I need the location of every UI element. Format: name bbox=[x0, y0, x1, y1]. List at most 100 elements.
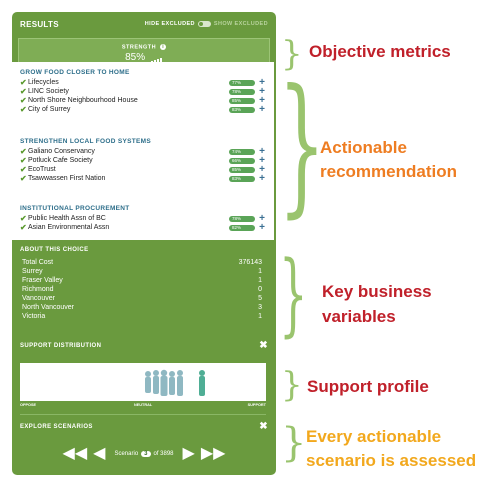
hide-excluded-label[interactable]: HIDE EXCLUDED bbox=[144, 21, 195, 27]
score-badge: 78% bbox=[229, 88, 255, 95]
score-badge: 82% bbox=[229, 224, 255, 231]
support-label: SUPPORT bbox=[247, 403, 266, 407]
score-badge: 78% bbox=[229, 215, 255, 222]
plus-icon[interactable]: + bbox=[259, 173, 265, 184]
checkmark-icon: ✔ bbox=[20, 156, 27, 165]
toggle-switch[interactable] bbox=[197, 21, 211, 27]
scenario-total: of 3898 bbox=[153, 451, 174, 457]
next-arrow-icon[interactable]: ▶ bbox=[182, 445, 195, 462]
row-value: 3 bbox=[258, 304, 262, 311]
plus-icon[interactable]: + bbox=[259, 164, 265, 175]
item-name: City of Surrey bbox=[28, 106, 71, 113]
scenario-label: Scenario bbox=[114, 451, 139, 457]
plus-icon[interactable]: + bbox=[259, 86, 265, 97]
list-item: ✔LINC Society 78% + bbox=[20, 86, 266, 97]
row-value: 1 bbox=[258, 277, 262, 284]
list-item: ✔Asian Environmental Assn 82% + bbox=[20, 222, 266, 233]
score-badge: 85% bbox=[229, 166, 255, 173]
plus-icon[interactable]: + bbox=[259, 222, 265, 233]
checkmark-icon: ✔ bbox=[20, 147, 27, 156]
show-excluded-label[interactable]: SHOW EXCLUDED bbox=[213, 21, 268, 27]
plus-icon[interactable]: + bbox=[259, 155, 265, 166]
scenario-number[interactable]: 3 bbox=[141, 451, 151, 457]
item-name: Potluck Cafe Society bbox=[28, 157, 93, 164]
item-name: Galiano Conservancy bbox=[28, 148, 95, 155]
row-key: Vancouver bbox=[22, 295, 55, 302]
explore-title: EXPLORE SCENARIOS bbox=[20, 423, 93, 430]
row-key: Richmond bbox=[22, 286, 54, 293]
first-arrow-icon[interactable]: ◀◀ bbox=[62, 445, 88, 462]
brace-actionable: } bbox=[278, 58, 326, 232]
table-row: Fraser Valley 1 bbox=[22, 276, 262, 285]
results-title: RESULTS bbox=[20, 19, 59, 29]
scenario-counter: Scenario 3 of 3898 bbox=[114, 451, 174, 457]
strength-label: STRENGTH bbox=[121, 44, 157, 51]
item-name: North Shore Neighbourhood House bbox=[28, 97, 138, 104]
score-badge: 77% bbox=[229, 79, 255, 86]
row-key: Total Cost bbox=[22, 259, 54, 266]
annotation-objective: Objective metrics bbox=[309, 42, 451, 61]
annotation-every-2: scenario is assessed bbox=[306, 451, 477, 470]
divider bbox=[20, 414, 266, 415]
checkmark-icon: ✔ bbox=[20, 78, 27, 87]
prev-arrow-icon[interactable]: ◀ bbox=[93, 445, 106, 462]
exclusion-toggle[interactable]: HIDE EXCLUDED SHOW EXCLUDED bbox=[145, 21, 268, 27]
row-value: 1 bbox=[258, 313, 262, 320]
item-name: Lifecycles bbox=[28, 79, 59, 86]
support-title: SUPPORT DISTRIBUTION bbox=[20, 342, 102, 349]
close-icon[interactable]: ✖ bbox=[259, 340, 268, 351]
group-title: INSTITUTIONAL PROCUREMENT bbox=[20, 205, 130, 212]
checkmark-icon: ✔ bbox=[20, 165, 27, 174]
plus-icon[interactable]: + bbox=[259, 146, 265, 157]
list-item: ✔Lifecycles 77% + bbox=[20, 77, 266, 88]
plus-icon[interactable]: + bbox=[259, 213, 265, 224]
row-value: 0 bbox=[258, 286, 262, 293]
score-badge: 74% bbox=[229, 148, 255, 155]
close-icon[interactable]: ✖ bbox=[259, 421, 268, 432]
annotation-actionable-1: Actionable bbox=[320, 138, 407, 157]
info-icon[interactable]: i bbox=[160, 44, 167, 50]
scenario-navigator: ◀◀ ◀ Scenario 3 of 3898 ▶ ▶▶ bbox=[12, 440, 276, 468]
score-badge: 83% bbox=[229, 175, 255, 182]
brace-support: } bbox=[281, 365, 303, 405]
about-title: ABOUT THIS CHOICE bbox=[20, 247, 89, 253]
table-row: Total Cost 376143 bbox=[22, 258, 262, 267]
row-value: 1 bbox=[258, 268, 262, 275]
annotation-key-2: variables bbox=[322, 307, 396, 326]
table-row: Surrey 1 bbox=[22, 267, 262, 276]
checkmark-icon: ✔ bbox=[20, 223, 27, 232]
oppose-label: OPPOSE bbox=[20, 403, 37, 407]
annotation-actionable-2: recommendation bbox=[320, 162, 457, 181]
plus-icon[interactable]: + bbox=[259, 95, 265, 106]
brace-key: } bbox=[279, 242, 308, 347]
list-item: ✔Galiano Conservancy 74% + bbox=[20, 146, 266, 157]
group-local-food: STRENGTHEN LOCAL FOOD SYSTEMS ✔Galiano C… bbox=[20, 138, 266, 184]
checkmark-icon: ✔ bbox=[20, 174, 27, 183]
checkmark-icon: ✔ bbox=[20, 87, 27, 96]
plus-icon[interactable]: + bbox=[259, 104, 265, 115]
row-key: Fraser Valley bbox=[22, 277, 63, 284]
support-distribution-header: SUPPORT DISTRIBUTION ✖ bbox=[20, 340, 268, 351]
score-badge: 85% bbox=[229, 97, 255, 104]
item-name: LINC Society bbox=[28, 88, 69, 95]
support-distribution-chart bbox=[20, 363, 266, 401]
row-key: Surrey bbox=[22, 268, 43, 275]
people-icon bbox=[145, 369, 205, 396]
item-name: Asian Environmental Assn bbox=[28, 224, 110, 231]
last-arrow-icon[interactable]: ▶▶ bbox=[200, 445, 226, 462]
plus-icon[interactable]: + bbox=[259, 77, 265, 88]
table-row: Richmond 0 bbox=[22, 285, 262, 294]
annotation-key-1: Key business bbox=[322, 282, 432, 301]
checkmark-icon: ✔ bbox=[20, 96, 27, 105]
row-value: 376143 bbox=[238, 259, 262, 266]
